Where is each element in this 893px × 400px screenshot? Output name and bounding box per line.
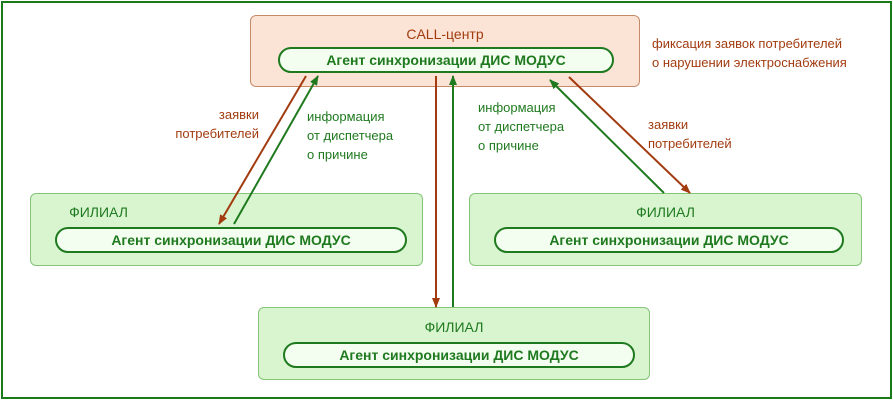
info-label-line: о причине xyxy=(307,147,368,162)
call-center-note: фиксация заявок потребителей о нарушении… xyxy=(652,34,847,72)
branch-right-box: ФИЛИАЛ Агент синхронизации ДИС МОДУС xyxy=(469,193,862,266)
call-center-box: CALL-центр Агент синхронизации ДИС МОДУС xyxy=(250,15,640,87)
requests-label-left: заявки потребителей xyxy=(162,105,259,143)
requests-label-line: заявки xyxy=(218,107,259,122)
arrow-info-right xyxy=(549,79,665,194)
arrow-request-right xyxy=(568,76,691,194)
branch-left-box: ФИЛИАЛ Агент синхронизации ДИС МОДУС xyxy=(30,193,423,266)
branch-bottom-title: ФИЛИАЛ xyxy=(424,319,484,335)
call-center-note-line: фиксация заявок потребителей xyxy=(652,36,843,51)
arrow-request-left xyxy=(218,75,307,225)
info-label-line: о причине xyxy=(478,138,539,153)
call-center-title: CALL-центр xyxy=(406,26,484,42)
info-label-line: от диспетчера xyxy=(307,128,394,143)
info-label-line: информация xyxy=(478,100,556,115)
branch-right-agent: Агент синхронизации ДИС МОДУС xyxy=(494,227,844,253)
branch-left-title: ФИЛИАЛ xyxy=(69,204,128,220)
info-label-line: информация xyxy=(307,109,385,124)
requests-label-line: заявки xyxy=(648,117,689,132)
branch-bottom-box: ФИЛИАЛ Агент синхронизации ДИС МОДУС xyxy=(258,307,650,380)
info-label-line: от диспетчера xyxy=(478,119,565,134)
call-center-note-line: о нарушении электроснабжения xyxy=(652,55,847,70)
branch-bottom-agent: Агент синхронизации ДИС МОДУС xyxy=(283,342,635,368)
requests-label-line: потребителей xyxy=(175,126,259,141)
requests-label-right: заявки потребителей xyxy=(648,115,732,153)
branch-left-agent: Агент синхронизации ДИС МОДУС xyxy=(55,227,407,253)
info-label-left: информация от диспетчера о причине xyxy=(307,107,393,164)
branch-right-title: ФИЛИАЛ xyxy=(636,204,695,220)
info-label-center: информация от диспетчера о причине xyxy=(478,98,564,155)
requests-label-line: потребителей xyxy=(648,136,732,151)
arrow-info-left xyxy=(233,75,319,225)
call-center-agent: Агент синхронизации ДИС МОДУС xyxy=(278,47,614,73)
